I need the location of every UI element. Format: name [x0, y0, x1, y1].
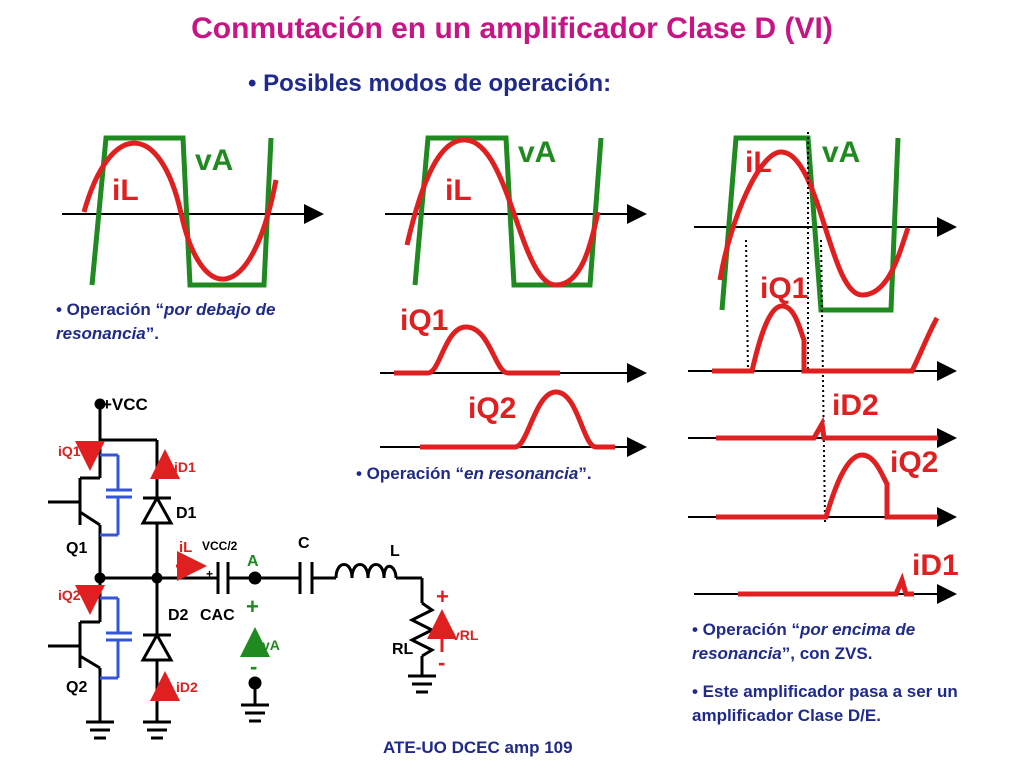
circuit-schematic	[48, 398, 436, 740]
label-cac-plus: +	[206, 567, 213, 581]
il-waveform	[717, 149, 911, 298]
label-c: C	[298, 535, 310, 552]
il-waveform	[404, 137, 601, 288]
label-l: L	[390, 543, 400, 560]
label-vcc: +VCC	[102, 395, 148, 414]
label-id2: iD2	[176, 679, 198, 695]
label-va: vA	[262, 637, 280, 653]
iq2-waveform	[420, 389, 615, 450]
label-iq2-2: iQ2	[468, 392, 516, 425]
label-iq2-3: iQ2	[890, 446, 938, 479]
label-iq1-2: iQ1	[400, 304, 448, 337]
note-class-de: • Este amplificador pasa a ser un amplif…	[692, 682, 958, 725]
guide-line	[745, 239, 749, 373]
panel-below-resonance: vA iL	[62, 135, 324, 288]
footer-credit: ATE-UO DCEC amp 109	[383, 738, 573, 757]
label-va-minus: -	[250, 654, 257, 679]
note-above-resonance: • Operación “por encima de resonancia”, …	[692, 620, 916, 663]
label-il-1: iL	[112, 174, 139, 207]
circuit-labels: +VCC iQ1 iD1 D1 Q1 iL VCC/2 A C L iQ2 D2…	[58, 395, 479, 696]
note-resonance: • Operación “en resonancia”.	[356, 464, 592, 483]
label-iq2: iQ2	[58, 587, 81, 603]
iq2-waveform	[716, 452, 938, 520]
label-va-2: vA	[518, 136, 556, 169]
label-d2: D2	[168, 607, 189, 624]
label-id1: iD1	[174, 459, 196, 475]
il-waveform	[81, 140, 279, 282]
label-rl: RL	[392, 641, 414, 658]
panel-above-resonance: vA iL iQ1 iD2 iQ2 iD1	[688, 132, 959, 604]
page-title: Conmutación en un amplificador Clase D (…	[191, 12, 833, 45]
note-below-resonance: • Operación “por debajo de resonancia”.	[56, 300, 276, 343]
label-va-1: vA	[195, 144, 233, 177]
label-il-2: iL	[445, 174, 472, 207]
current-arrows	[75, 441, 457, 701]
id2-waveform	[716, 416, 938, 441]
label-cac: CAC	[200, 607, 235, 624]
label-iq1-3: iQ1	[760, 272, 808, 305]
va-waveform	[719, 135, 901, 313]
label-va-3: vA	[822, 136, 860, 169]
label-iq1: iQ1	[58, 443, 81, 459]
label-q2: Q2	[66, 679, 87, 696]
label-id2-3: iD2	[832, 389, 879, 422]
label-vrl-minus: -	[438, 650, 445, 675]
label-vrl: vRL	[452, 627, 479, 643]
label-il-3: iL	[745, 146, 772, 179]
guide-line	[820, 239, 826, 523]
label-d1: D1	[176, 505, 197, 522]
label-a: A	[247, 553, 259, 570]
subtitle: • Posibles modos de operación:	[248, 70, 612, 97]
id1-waveform	[738, 572, 914, 597]
panel-resonance: vA iL iQ1 iQ2	[380, 135, 647, 457]
iq1-waveform	[712, 303, 940, 374]
label-id1-3: iD1	[912, 549, 959, 582]
label-va-plus: +	[246, 594, 259, 619]
va-waveform	[412, 135, 604, 288]
label-vcc2: VCC/2	[202, 539, 238, 553]
label-il: iL	[179, 539, 192, 556]
label-vrl-plus: +	[436, 584, 449, 609]
label-q1: Q1	[66, 540, 87, 557]
iq1-waveform	[394, 324, 560, 376]
